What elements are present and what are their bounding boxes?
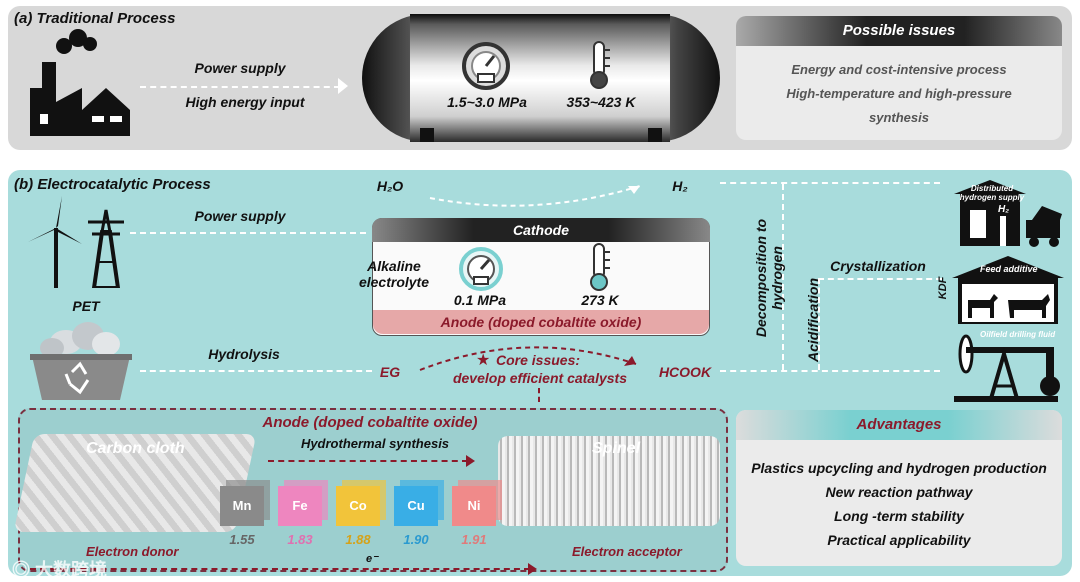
power-supply-label-b: Power supply [194,208,286,224]
temperature-value-a: 353~423 K [566,94,636,110]
pressure-value-a: 1.5~3.0 MPa [447,94,527,110]
anode-bar: Anode (doped cobaltite oxide) [373,310,709,334]
issue-line: Energy and cost-intensive process [791,62,1007,77]
electron-acceptor-label: Electron acceptor [572,544,682,559]
wind-turbine-pylon-icon [28,196,124,288]
electron-symbol: e⁻ [366,553,378,565]
hydrothermal-label: Hydrothermal synthesis [300,436,450,451]
flow-arrow-hcook [720,370,940,372]
hydrogen-station-icon [954,180,1062,247]
h2o-label: H₂O [376,178,404,194]
high-energy-label: High energy input [185,94,305,110]
advantage-item: Long -term stability [834,508,964,524]
factory-icon [30,29,130,136]
element-blocks: Mn 1.55 Fe 1.83 Co 1.88 Cu 1.90 Ni 1.91 [216,482,506,562]
anode-panel-title: Anode (doped cobaltite oxide) [262,414,478,431]
issue-line: synthesis [869,110,929,125]
temperature-value-b: 273 K [581,292,619,308]
flow-vertical [782,184,784,370]
arrow-head-icon [338,78,348,94]
issue-line: High-temperature and high-pressure [786,86,1012,101]
arrow-head-icon [528,563,537,575]
element-symbol: Mn [232,498,252,513]
element-symbol: Fe [292,498,308,513]
watermark: ◎ 大数跨境 [12,556,107,582]
pressure-value-b: 0.1 MPa [453,292,507,308]
distributed-label: Distributed hydrogen supply [959,184,1025,202]
core-issues-label: Core issues: [496,352,581,368]
decomposition-label: Decomposition to hydrogen [753,218,785,338]
oil-pump-icon [954,334,1060,402]
cathode-title: Cathode [372,218,710,242]
barn-animals-icon [952,256,1064,324]
element-value-ni: 1.91 [461,532,487,547]
h2o-to-h2-arrow [429,185,641,207]
element-block-fe: Fe [278,486,322,526]
element-value-cu: 1.90 [403,532,429,547]
oilfield-label: Oilfield drilling fluid [980,330,1056,339]
crystallization-label: Crystallization [830,258,926,274]
recycling-bin-icon [30,322,132,400]
element-symbol: Cu [407,498,425,513]
h2-station-label: H₂ [998,204,1010,215]
flow-arrow-b [130,232,366,234]
star-icon: ★ [476,352,491,369]
acidification-label: Acidification [805,278,821,363]
core-issues-pointer [538,388,540,402]
arrow-head-icon [466,455,475,467]
element-value-co: 1.88 [345,532,371,547]
hydrolysis-label: Hydrolysis [208,346,280,362]
element-block-cu: Cu [394,486,438,526]
flow-arrow-kdf [818,278,942,280]
core-issues-detail: develop efficient catalysts [452,370,628,386]
advantages-title: Advantages [736,410,1062,440]
spinel-image [498,436,720,526]
watermark-logo-icon: ◎ [12,560,36,580]
tank-foot [420,128,434,142]
element-block-co: Co [336,486,380,526]
carbon-cloth-label: Carbon cloth [86,440,185,457]
element-block-mn: Mn [220,486,264,526]
possible-issues-title: Possible issues [736,16,1062,46]
flow-vertical-2 [818,278,820,370]
pressure-gauge-icon [462,42,510,90]
reactor-tank-body [410,14,670,142]
power-supply-label-a: Power supply [194,60,286,76]
element-symbol: Co [349,498,367,513]
element-value-fe: 1.83 [287,532,313,547]
watermark-text: 大数跨境 [35,560,108,580]
h2-label: H₂ [672,178,688,194]
hcook-label: HCOOK [658,364,712,380]
electron-flow-arrow [30,568,530,570]
hydrothermal-arrow [268,460,468,462]
thermometer-icon [590,41,610,89]
flow-arrow-hydrolysis [140,370,372,372]
eg-to-hcook-arrow [419,346,637,371]
element-symbol: Ni [467,498,481,513]
advantage-item: Plastics upcycling and hydrogen producti… [751,460,1047,476]
pressure-gauge-icon [459,247,503,291]
flow-arrow-a [140,86,340,88]
pet-label: PET [72,298,100,314]
spinel-label: Spinel [592,440,641,457]
thermometer-icon [590,243,610,291]
kdf-label: KDF [937,276,949,300]
panel-b-title: (b) Electrocatalytic Process [14,176,211,193]
advantage-item: Practical applicability [827,532,971,548]
electron-donor-label: Electron donor [86,544,179,559]
flow-arrow-h2 [720,182,940,184]
element-value-mn: 1.55 [229,532,255,547]
advantage-item: New reaction pathway [825,484,973,500]
panel-a-title: (a) Traditional Process [14,10,176,27]
eg-label: EG [379,364,401,380]
element-block-ni: Ni [452,486,496,526]
feed-additive-label: Feed additive [980,264,1038,274]
tank-foot [648,128,662,142]
electrolyte-label: Alkaline electrolyte [358,258,430,290]
